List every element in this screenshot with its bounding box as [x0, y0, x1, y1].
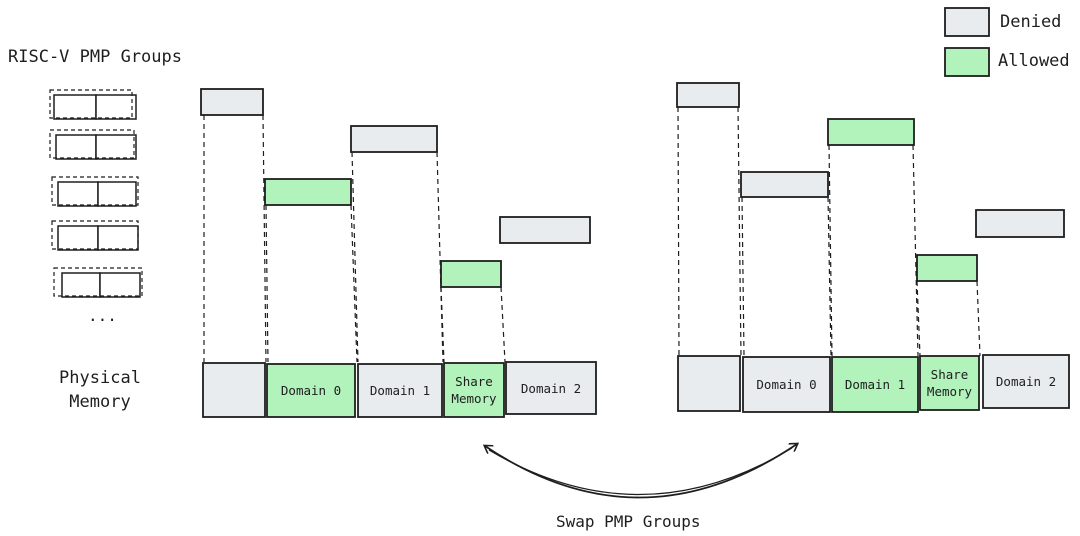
pmp-region-denied — [200, 88, 264, 116]
right-pmp-regions — [676, 82, 1065, 282]
right-mapping-lines — [677, 106, 981, 357]
memory-label-share: Share Memory — [926, 367, 973, 399]
memory-block-unlabeled — [677, 355, 741, 412]
memory-block-share — [919, 355, 980, 411]
pmp-group-icon — [51, 220, 139, 251]
physical-memory-label: Physical Memory — [59, 368, 141, 412]
memory-label-domain-1: Domain 1 — [369, 383, 431, 398]
memory-label-share: Share Memory — [451, 374, 497, 406]
pmp-group-icon — [51, 176, 139, 207]
left-pmp-regions — [200, 88, 591, 288]
pmp-group-icon — [49, 89, 137, 120]
memory-block-domain-1 — [831, 356, 919, 413]
memory-label-domain-2: Domain 2 — [995, 374, 1057, 389]
memory-label-domain-0: Domain 0 — [280, 383, 342, 398]
pmp-group-icon — [49, 129, 137, 160]
swap-arrow — [485, 444, 797, 499]
memory-block-domain-1 — [357, 363, 443, 418]
right-physical-memory — [677, 354, 1070, 413]
memory-label-domain-0: Domain 0 — [756, 377, 817, 392]
memory-label-domain-2: Domain 2 — [520, 380, 582, 396]
pmp-region-denied — [975, 209, 1065, 238]
left-physical-memory — [202, 361, 597, 418]
legend-denied-label: Denied — [1000, 12, 1062, 32]
pmp-group-icon — [53, 267, 143, 298]
pmp-region-allowed — [264, 178, 352, 206]
memory-block-domain-0 — [742, 356, 831, 413]
pmp-region-denied — [676, 82, 740, 108]
left-mapping-lines — [203, 114, 506, 363]
memory-block-domain-2 — [982, 354, 1070, 409]
swap-pmp-groups-label: Swap PMP Groups — [556, 512, 701, 531]
legend — [944, 7, 990, 77]
legend-allowed-swatch — [944, 47, 990, 77]
pmp-region-allowed — [440, 260, 502, 288]
more-groups-ellipsis: ... — [88, 306, 117, 325]
memory-block-share — [443, 362, 505, 418]
pmp-region-denied — [350, 125, 438, 153]
pmp-region-allowed — [827, 118, 915, 146]
pmp-group-icons — [49, 89, 143, 298]
memory-block-domain-2 — [505, 361, 597, 415]
pmp-region-denied — [499, 216, 591, 244]
legend-allowed-label: Allowed — [998, 51, 1070, 71]
pmp-region-allowed — [916, 254, 978, 282]
pmp-groups-title: RISC-V PMP Groups — [8, 47, 182, 67]
memory-block-domain-0 — [266, 363, 356, 418]
legend-denied-swatch — [944, 7, 990, 37]
memory-block-unlabeled — [202, 362, 266, 418]
pmp-region-denied — [740, 171, 829, 198]
memory-label-domain-1: Domain 1 — [844, 377, 906, 392]
